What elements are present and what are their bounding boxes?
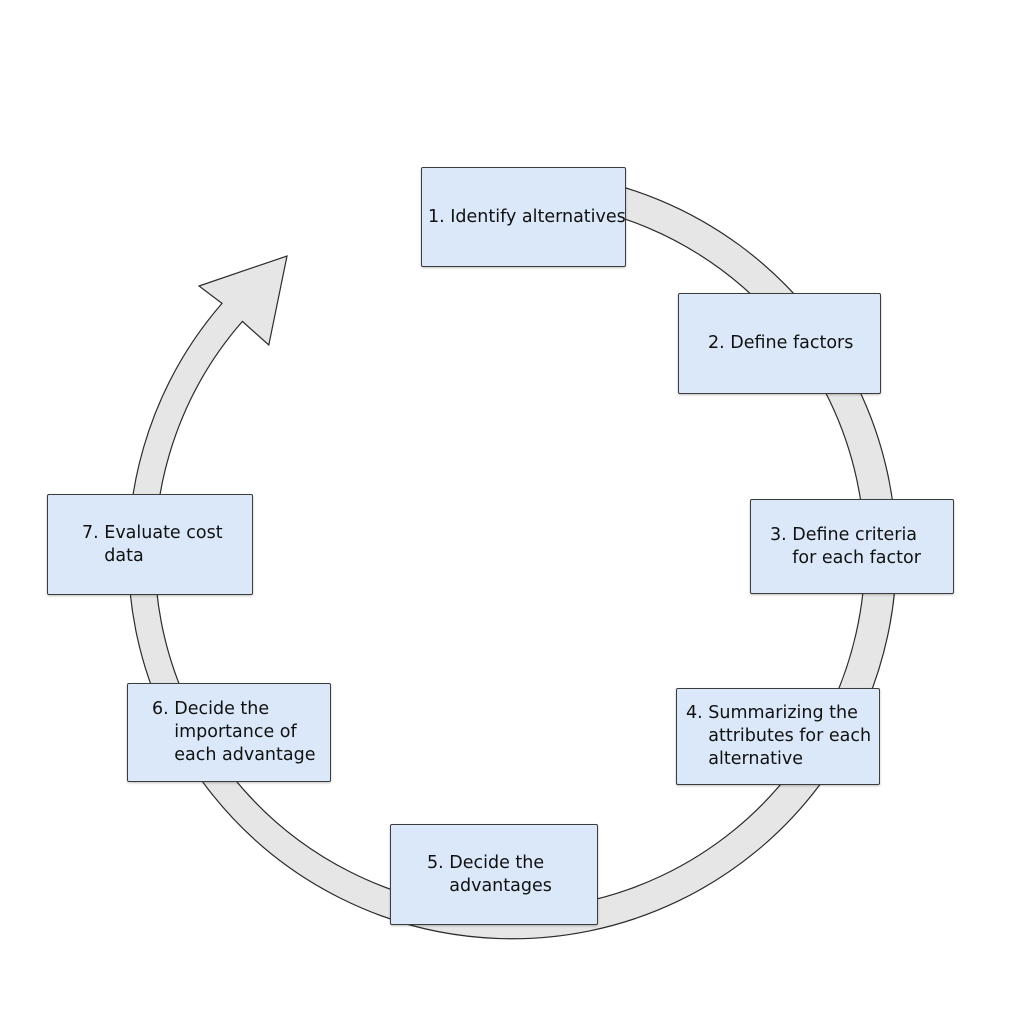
step-1-label: 1. Identify alternatives <box>428 206 626 227</box>
step-5-box: 5. Decide the advantages <box>390 824 598 925</box>
step-4-label: 4. Summarizing the attributes for each a… <box>686 703 872 769</box>
step-2-label: 2. Define factors <box>708 333 854 353</box>
step-6-label: 6. Decide the importance of each advanta… <box>152 699 316 765</box>
cycle-arrow <box>127 170 897 940</box>
step-3-label: 3. Define criteria for each factor <box>770 524 921 568</box>
step-2-box: 2. Define factors <box>678 293 881 394</box>
step-6-box: 6. Decide the importance of each advanta… <box>127 683 331 782</box>
step-7-label: 7. Evaluate cost data <box>82 522 223 566</box>
step-1-box: 1. Identify alternatives <box>421 167 626 267</box>
step-4-box: 4. Summarizing the attributes for each a… <box>676 688 880 785</box>
step-5-label: 5. Decide the advantages <box>427 852 552 896</box>
step-7-box: 7. Evaluate cost data <box>47 494 253 595</box>
step-3-box: 3. Define criteria for each factor <box>750 499 954 594</box>
